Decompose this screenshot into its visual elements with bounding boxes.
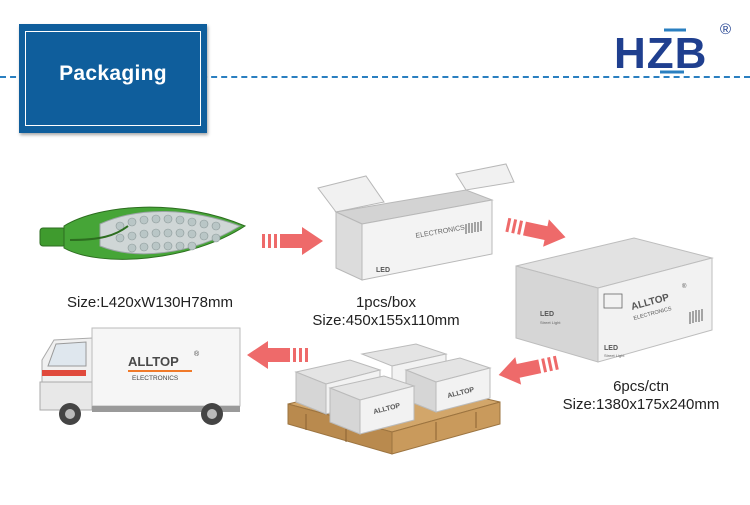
page-title: Packaging	[59, 62, 167, 85]
truck-brand-sub-label: ELECTRONICS	[132, 375, 179, 382]
carton-side-led-label: LED	[604, 345, 618, 352]
carton-registered-mark: ®	[682, 283, 687, 290]
logo-registered-mark: ®	[720, 21, 731, 38]
carton-caption: 6pcs/ctn Size:1380x175x240mm	[546, 378, 736, 414]
box-caption: 1pcs/box Size:450x155x110mm	[296, 294, 476, 330]
carton-led-sub-label: Street Light	[540, 320, 561, 325]
carton-illustration: ALLTOP ® ELECTRONICS LED Street Light LE…	[515, 237, 714, 363]
carton-size-text: Size:1380x175x240mm	[562, 396, 720, 413]
arrow-diagonal-icon	[505, 217, 566, 247]
logo-wordmark: HZB	[614, 29, 707, 78]
box-size-text: Size:450x155x110mm	[312, 312, 460, 329]
title-badge-frame	[25, 31, 201, 126]
carton-quantity-text: 6pcs/ctn	[613, 378, 669, 395]
carton-led-label: LED	[540, 311, 554, 318]
arrow-right-icon	[262, 227, 323, 255]
pallet-illustration: ALLTOP ALLTOP	[287, 343, 501, 455]
delivery-truck-illustration: ALLTOP ELECTRONICS ®	[39, 327, 241, 425]
arrow-left-icon	[247, 341, 308, 369]
truck-brand-label: ALLTOP	[128, 354, 179, 369]
box-quantity-text: 1pcs/box	[355, 294, 417, 311]
truck-registered-mark: ®	[194, 350, 200, 358]
carton-side-led-sub-label: Street Light	[604, 353, 625, 358]
single-box-illustration: ELECTRONICS LED	[317, 163, 515, 281]
street-lamp-illustration	[39, 206, 247, 260]
box-led-label: LED	[376, 267, 390, 274]
section-title-badge: Packaging	[19, 24, 207, 133]
hzb-logo: HZB ®	[614, 21, 731, 78]
header-dashed-divider	[0, 76, 750, 78]
arrow-left-diagonal-icon	[498, 355, 559, 385]
lamp-size-caption: Size:L420xW130H78mm	[67, 294, 233, 311]
